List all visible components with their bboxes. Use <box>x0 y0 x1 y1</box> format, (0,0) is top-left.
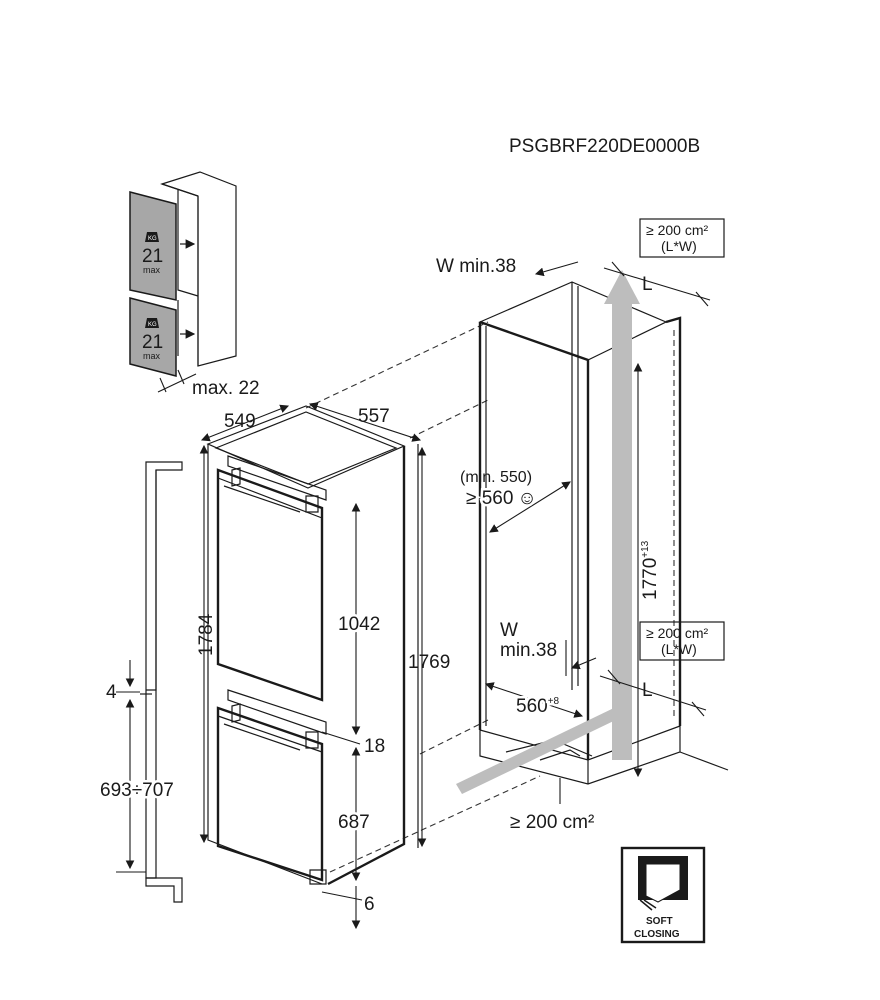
model-code: PSGBRF220DE0000B <box>509 136 700 157</box>
svg-text:≥ 200 cm²: ≥ 200 cm² <box>646 222 708 238</box>
dim-depth: 549 <box>224 411 256 432</box>
svg-text:21: 21 <box>142 246 163 267</box>
dim-total-height: 1784 <box>196 613 217 656</box>
airflow-arrow-up <box>604 270 640 760</box>
door-side-profile: 4 693÷707 <box>98 461 183 903</box>
dim-niche-height: 1770+13 <box>640 540 661 600</box>
weight-badge-lower: KG 21 max <box>142 318 163 361</box>
svg-text:≥ 200 cm²: ≥ 200 cm² <box>646 625 708 641</box>
vent-gap-bottom-w: W <box>500 620 518 641</box>
svg-text:KG: KG <box>148 236 157 242</box>
appliance-dimensions: 549 557 1784 1769 1042 18 687 6 <box>196 402 450 930</box>
projection-lines <box>305 321 541 873</box>
soft-closing-icon <box>638 856 688 911</box>
vent-area-bottom: ≥ 200 cm² <box>510 812 594 833</box>
svg-text:21: 21 <box>142 332 163 353</box>
max-panel-thickness: max. 22 <box>192 378 260 399</box>
appliance <box>206 405 419 886</box>
lower-door-panel <box>129 297 177 377</box>
vent-box-top: ≥ 200 cm² (L*W) <box>639 218 725 258</box>
vent-length-bottom: L <box>642 680 653 701</box>
dim-body-height: 1769 <box>408 652 450 673</box>
niche-depth-recommended: ≥ 560☺ <box>466 488 537 509</box>
svg-text:KG: KG <box>148 322 157 328</box>
vent-gap-top: W min.38 <box>436 256 516 277</box>
svg-text:(L*W): (L*W) <box>661 641 697 657</box>
niche-depth-min: (min. 550) <box>460 469 532 486</box>
niche: 1770+13 W min.38 L (min. 550) ≥ 560☺ W m… <box>436 256 729 833</box>
dim-niche-width: 560+8 <box>516 696 560 717</box>
dim-door-offset: 4 <box>106 682 117 703</box>
svg-text:SOFT: SOFT <box>646 916 673 927</box>
svg-text:max: max <box>143 265 161 275</box>
smile-icon: ☺ <box>517 488 536 509</box>
soft-closing-badge: SOFT CLOSING <box>620 846 706 944</box>
dim-width: 557 <box>358 406 390 427</box>
vent-box-mid: ≥ 200 cm² (L*W) <box>639 621 725 661</box>
svg-text:max: max <box>143 351 161 361</box>
upper-door-panel <box>129 191 177 301</box>
dim-gap-bottom: 6 <box>364 894 375 915</box>
svg-text:CLOSING: CLOSING <box>634 929 680 940</box>
svg-text:(L*W): (L*W) <box>661 238 697 254</box>
airflow-arrow-bottom <box>456 706 624 794</box>
dim-hinge-range: 693÷707 <box>100 780 174 801</box>
vent-gap-bottom-min: min.38 <box>500 640 557 661</box>
dim-gap-mid: 18 <box>364 736 385 757</box>
vent-length-top: L <box>642 274 653 295</box>
dim-lower: 687 <box>338 812 370 833</box>
door-panel-detail: KG 21 max KG 21 max max. 22 <box>129 171 260 399</box>
dim-upper: 1042 <box>338 614 380 635</box>
weight-badge-upper: KG 21 max <box>142 232 163 275</box>
